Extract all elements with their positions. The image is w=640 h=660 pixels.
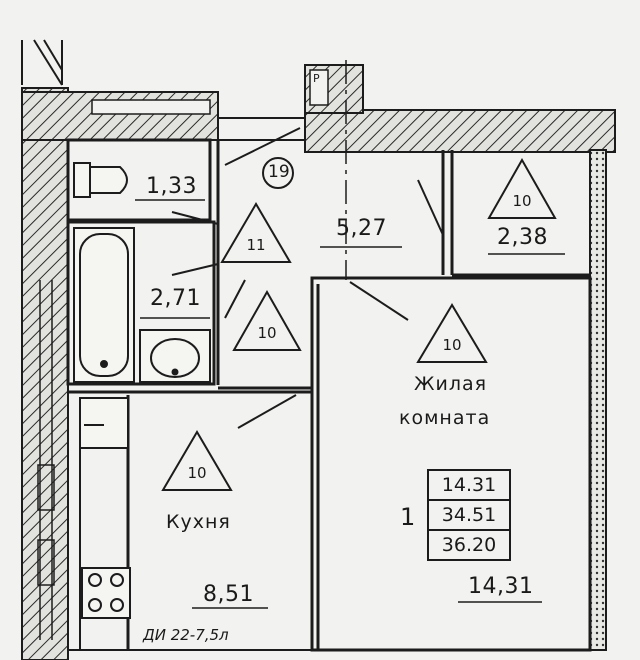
top-wall-left (21, 91, 219, 141)
vent-mark: P (313, 72, 320, 85)
area-total-with-balcony: 36.20 (441, 534, 497, 556)
marker-closet: 10 (512, 192, 532, 210)
stove-icon (81, 567, 131, 619)
marker-bath-hall: 10 (257, 324, 277, 342)
hall-area: 5,27 (336, 216, 387, 241)
bath-area: 2,71 (150, 286, 201, 311)
hall-number: 19 (268, 162, 290, 182)
bathtub-icon (73, 227, 135, 383)
area-underlines (140, 246, 565, 609)
kitchen-area: 8,51 (203, 582, 254, 607)
marker-living: 10 (442, 336, 462, 354)
living-name-line1: Жилая (414, 373, 488, 395)
living-name-line2: комната (399, 407, 491, 429)
marker-kitchen: 10 (187, 464, 207, 482)
door-swings (171, 179, 444, 429)
living-area: 14,31 (468, 574, 534, 599)
interior-walls (66, 60, 592, 652)
wc-area: 1,33 (146, 174, 197, 199)
toilet-icon (73, 162, 128, 198)
top-wall-right (304, 109, 616, 153)
right-exterior-wall (589, 149, 607, 651)
kitchen-name: Кухня (166, 511, 231, 533)
entrance-door (218, 117, 305, 166)
washbasin-icon (139, 329, 211, 383)
left-exterior-wall (21, 87, 69, 660)
vent-opening (309, 69, 329, 106)
area-total: 34.51 (441, 504, 497, 526)
left-wall-strips (37, 280, 55, 640)
marker-wc-hall: 11 (246, 236, 266, 254)
apartment-number: 1 (400, 503, 416, 531)
kitchen-sink-icon (79, 397, 129, 449)
area-living-total: 14.31 (441, 474, 497, 496)
hall-number-circle (262, 157, 294, 189)
room-marker-triangle-icon (161, 157, 557, 491)
apartment-area-table (427, 469, 511, 561)
closet-area: 2,38 (497, 225, 548, 250)
corner-structure (21, 39, 63, 86)
window-note: ДИ 22-7,5л (143, 626, 229, 644)
top-wall-left-inner (91, 99, 211, 115)
